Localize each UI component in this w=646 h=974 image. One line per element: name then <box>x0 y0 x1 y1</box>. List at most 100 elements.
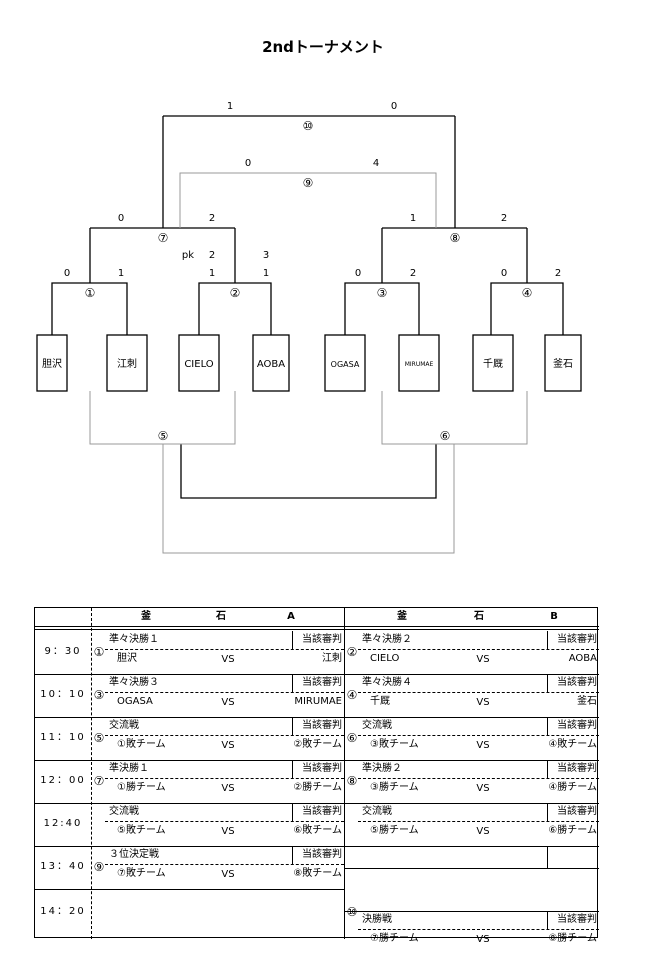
score-m3-right: 2 <box>410 268 416 279</box>
pk-right: 3 <box>263 250 269 261</box>
referee-label-a-5: 当該審判 <box>302 849 342 860</box>
match-number-6: ⑥ <box>440 429 451 443</box>
match-name-a-4: 交流戦 <box>109 806 139 817</box>
bracket-line-m4 <box>490 228 564 335</box>
score-m8-left: 1 <box>410 213 416 224</box>
score-m4-right: 2 <box>555 268 561 279</box>
match-num-a-5: ⑨ <box>93 859 105 874</box>
match-number-3: ③ <box>377 286 388 300</box>
away-team-a-4: ⑥敗チーム <box>293 825 342 836</box>
time-1: 10：10 <box>40 688 86 700</box>
away-team-a-1: MIRUMAE <box>294 696 342 707</box>
vs-label-a-2: VS <box>221 740 235 751</box>
match-name-a-1: 準々決勝３ <box>109 677 159 688</box>
referee-label-b-6: 当該審判 <box>557 913 597 925</box>
match-number-1: ① <box>85 286 96 300</box>
away-team-a-3: ②勝チーム <box>293 782 342 793</box>
time-6: 14：20 <box>40 905 86 917</box>
match-number-9: ⑨ <box>303 176 314 190</box>
home-team-a-3: ①勝チーム <box>117 782 166 793</box>
vs-label-a-0: VS <box>221 654 235 665</box>
score-m2-left: 1 <box>209 268 215 279</box>
pk-label: pk <box>182 250 194 261</box>
time-0: 9：30 <box>44 645 82 657</box>
vs-label-b-1: VS <box>476 697 490 708</box>
home-team-b-3: ③勝チーム <box>370 782 419 793</box>
away-team-a-2: ②敗チーム <box>293 739 342 750</box>
home-team-b-2: ③敗チーム <box>370 739 419 750</box>
team-name-7: 千厩 <box>483 358 503 370</box>
referee-label-a-4: 当該審判 <box>302 806 342 817</box>
bracket-line-m3 <box>344 228 420 335</box>
score-m7-right: 2 <box>209 213 215 224</box>
away-team-b-3: ④勝チーム <box>548 782 597 793</box>
bracket-line-m5-m6-lower <box>162 444 455 554</box>
away-team-b-1: 釜石 <box>577 696 597 707</box>
match-name-a-0: 準々決勝１ <box>109 634 159 645</box>
match-name-b-0: 準々決勝２ <box>362 634 412 645</box>
home-team-a-5: ⑦敗チーム <box>117 868 166 879</box>
time-4: 12:40 <box>43 817 83 829</box>
score-m9-left: 0 <box>245 158 251 169</box>
referee-label-b-2: 当該審判 <box>557 720 597 731</box>
vs-label-b-2: VS <box>476 740 490 751</box>
header-b-char1: 釜 <box>397 611 407 622</box>
header-b-char2: 石 <box>474 611 484 622</box>
home-team-b-0: CIELO <box>370 653 400 664</box>
away-team-b-0: AOBA <box>568 653 597 664</box>
score-m8-right: 2 <box>501 213 507 224</box>
referee-label-a-2: 当該審判 <box>302 720 342 731</box>
match-num-a-2: ⑤ <box>93 730 105 745</box>
vs-label-a-3: VS <box>221 783 235 794</box>
pk-left: 2 <box>209 250 215 261</box>
team-box-7 <box>472 334 514 392</box>
vs-label-b-3: VS <box>476 783 490 794</box>
match-number-7: ⑦ <box>158 231 169 245</box>
referee-label-b-3: 当該審判 <box>557 763 597 774</box>
match-num-a-1: ③ <box>93 687 105 702</box>
home-team-b-1: 千厩 <box>370 696 390 707</box>
vs-label-b-0: VS <box>476 654 490 665</box>
tournament-bracket: 胆沢 江刺 CIELO AOBA OGASA MIRUMAE 千厩 釜石 ① 0… <box>36 101 582 554</box>
match-number-10: ⑩ <box>303 119 314 133</box>
match-number-4: ④ <box>522 286 533 300</box>
score-m7-left: 0 <box>118 213 124 224</box>
match-num-b-0: ② <box>346 644 358 659</box>
home-team-b-4: ⑤勝チーム <box>370 825 419 836</box>
away-team-b-2: ④敗チーム <box>548 739 597 750</box>
home-team-a-1: OGASA <box>117 696 153 707</box>
time-2: 11：10 <box>40 731 86 743</box>
team-name-5: OGASA <box>331 360 360 369</box>
away-team-b-6: ⑧勝チーム <box>548 932 597 944</box>
bracket-line-m8 <box>382 116 527 229</box>
match-name-a-3: 準決勝１ <box>109 763 149 774</box>
page-title: 2ndトーナメント <box>262 38 384 56</box>
match-num-b-2: ⑥ <box>346 730 358 745</box>
vs-label-a-5: VS <box>221 869 235 880</box>
referee-label-b-0: 当該審判 <box>557 634 597 645</box>
score-m10-left: 1 <box>227 101 233 112</box>
team-name-1: 胆沢 <box>42 357 62 370</box>
header-a-char2: 石 <box>216 611 226 622</box>
match-name-b-1: 準々決勝４ <box>362 677 412 688</box>
match-name-b-3: 準決勝２ <box>362 763 402 774</box>
bracket-line-m1 <box>51 228 128 335</box>
home-team-a-2: ①敗チーム <box>117 739 166 750</box>
away-team-a-0: 江刺 <box>322 653 342 664</box>
header-a-char3: A <box>287 611 295 622</box>
home-team-b-6: ⑦勝チーム <box>370 932 419 944</box>
away-team-b-4: ⑥勝チーム <box>548 825 597 836</box>
referee-label-b-4: 当該審判 <box>557 806 597 817</box>
time-3: 12：00 <box>40 774 86 786</box>
match-number-2: ② <box>230 286 241 300</box>
team-name-6: MIRUMAE <box>405 361 434 368</box>
bracket-line-m6 <box>381 391 528 445</box>
bracket-line-m6-final <box>180 444 437 499</box>
team-name-4: AOBA <box>257 359 285 370</box>
home-team-a-4: ⑤敗チーム <box>117 825 166 836</box>
header-b-char3: B <box>550 611 558 622</box>
score-m9-right: 4 <box>373 158 379 169</box>
time-5: 13：40 <box>40 860 86 872</box>
match-num-b-1: ④ <box>346 687 358 702</box>
